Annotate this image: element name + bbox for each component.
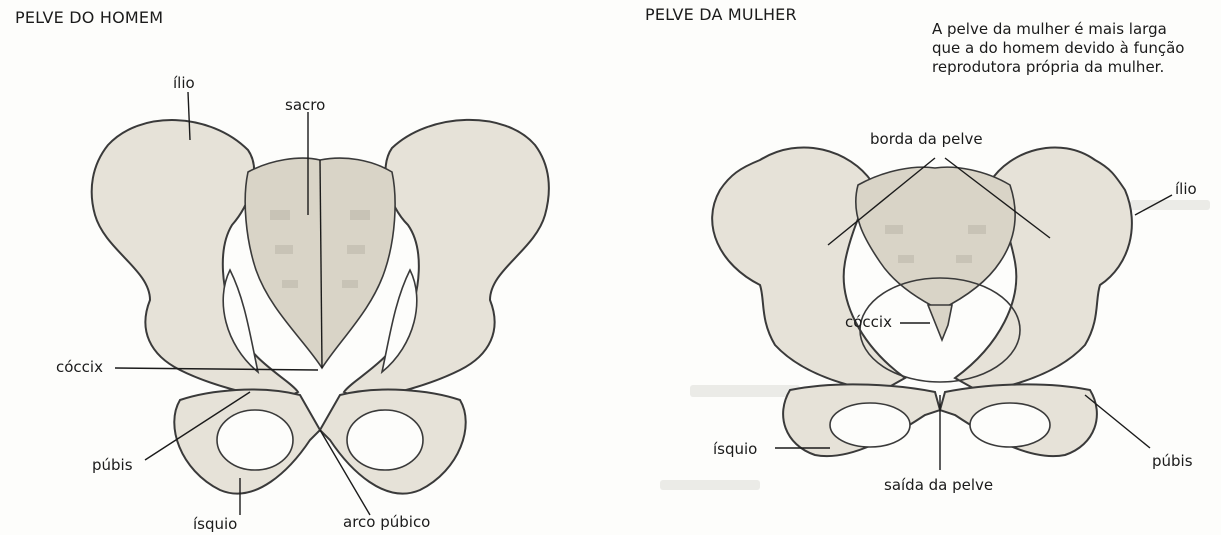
label-male-coccix: cóccix	[56, 358, 103, 376]
label-male-sacro: sacro	[285, 96, 325, 114]
label-female-pubis: púbis	[1152, 452, 1193, 470]
caption-line-1: A pelve da mulher é mais larga	[932, 20, 1185, 39]
female-obturator-left	[830, 403, 910, 447]
label-female-coccix: cóccix	[845, 313, 892, 331]
female-coccyx	[928, 305, 952, 340]
label-male-arco-pubico: arco púbico	[343, 513, 430, 531]
male-obturator-left	[217, 410, 293, 470]
label-female-isquio: ísquio	[713, 440, 757, 458]
label-male-pubis: púbis	[92, 456, 133, 474]
leader-male-coccix	[115, 368, 318, 370]
female-pelvis-title: PELVE DA MULHER	[645, 5, 797, 24]
background-text-ghost	[660, 480, 760, 490]
male-pelvis-title: PELVE DO HOMEM	[15, 8, 163, 27]
label-male-ilio: ílio	[173, 74, 195, 92]
female-sacrum	[856, 167, 1015, 310]
background-text-ghost	[690, 385, 800, 397]
female-caption: A pelve da mulher é mais larga que a do …	[932, 20, 1185, 77]
caption-line-2: que a do homem devido à função	[932, 39, 1185, 58]
label-female-ilio: ílio	[1175, 180, 1197, 198]
male-obturator-right	[347, 410, 423, 470]
caption-line-3: reprodutora própria da mulher.	[932, 58, 1185, 77]
female-pelvis	[712, 147, 1132, 456]
male-pelvis	[92, 120, 549, 494]
label-female-borda: borda da pelve	[870, 130, 983, 148]
label-male-isquio: ísquio	[193, 515, 237, 533]
female-obturator-right	[970, 403, 1050, 447]
label-female-saida: saída da pelve	[884, 476, 993, 494]
background-text-ghost	[1130, 200, 1210, 210]
